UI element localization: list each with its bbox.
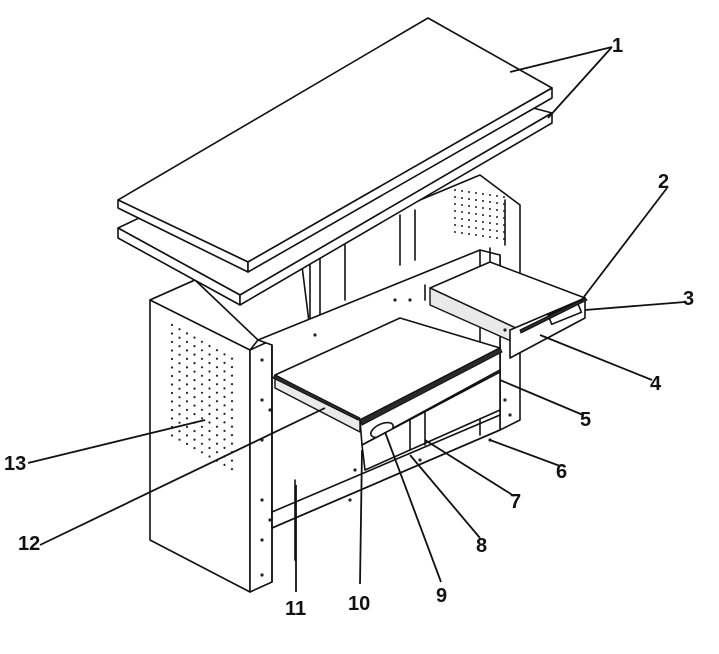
callout-6: 6: [556, 461, 567, 483]
callout-10: 10: [348, 593, 370, 615]
callout-7: 7: [510, 491, 521, 513]
callout-11: 11: [285, 598, 306, 620]
side-pegboard: [170, 323, 234, 471]
leader-lines: [27, 46, 686, 592]
back-pegboard: [454, 189, 505, 240]
fastener-dots: [260, 298, 512, 577]
large-drawer: [272, 317, 503, 471]
left-side-panel: [149, 279, 273, 593]
callout-5: 5: [580, 409, 591, 431]
callout-13: 13: [4, 453, 26, 475]
callout-8: 8: [476, 535, 487, 557]
callout-3: 3: [683, 288, 694, 310]
callout-1: 1: [612, 35, 623, 57]
callout-2: 2: [658, 171, 669, 193]
callout-12: 12: [18, 533, 40, 555]
callout-4: 4: [650, 373, 662, 395]
right-drawer: [424, 247, 588, 359]
callout-labels: 1 2 3 4 5 6 7 8 9 10 11 12 13: [4, 35, 694, 620]
callout-9: 9: [436, 585, 447, 607]
top-panel-upper: [117, 17, 553, 273]
